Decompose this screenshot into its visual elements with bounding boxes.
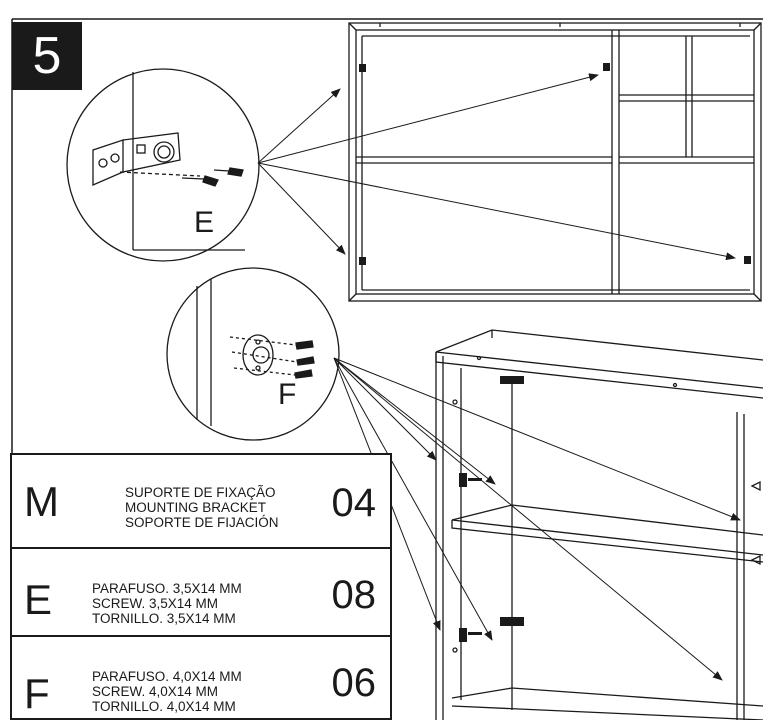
callout-label-f: F: [278, 378, 297, 411]
cabinet-front-view: [435, 329, 763, 720]
detail-circle-e: [66, 68, 260, 262]
part-quantity: 04: [331, 481, 377, 525]
part-row-f: F PARAFUSO. 4,0X14 MM SCREW. 4,0X14 MM T…: [12, 635, 390, 720]
part-desc-es: TORNILLO. 4,0X14 MM: [92, 699, 236, 714]
detail-circle-f: [166, 267, 340, 441]
part-description: PARAFUSO. 3,5X14 MM SCREW. 3,5X14 MM TOR…: [92, 581, 242, 626]
part-letter: F: [24, 670, 50, 717]
part-row-e: E PARAFUSO. 3,5X14 MM SCREW. 3,5X14 MM T…: [12, 547, 390, 635]
front-cabinet-fittings: [459, 376, 524, 642]
parts-table: M SUPORTE DE FIXAÇÃO MOUNTING BRACKET SO…: [10, 453, 392, 720]
bracket-markers: [359, 63, 751, 265]
part-desc-pt: SUPORTE DE FIXAÇÃO: [125, 485, 276, 500]
part-description: PARAFUSO. 4,0X14 MM SCREW. 4,0X14 MM TOR…: [92, 669, 242, 714]
part-desc-es: SOPORTE DE FIJACIÓN: [125, 515, 279, 530]
callout-label-e: E: [194, 206, 215, 239]
arrows-detail-f: [333, 357, 741, 681]
page-frame: [11, 18, 763, 453]
step-number-badge: 5: [12, 22, 82, 90]
part-desc-en: SCREW. 4,0X14 MM: [92, 684, 219, 699]
part-desc-en: MOUNTING BRACKET: [125, 500, 267, 515]
part-row-m: M SUPORTE DE FIXAÇÃO MOUNTING BRACKET SO…: [12, 455, 390, 547]
part-desc-pt: PARAFUSO. 3,5X14 MM: [92, 581, 242, 596]
part-letter: E: [24, 576, 53, 623]
arrows-detail-e: [257, 73, 736, 261]
part-desc-en: SCREW. 3,5X14 MM: [92, 596, 219, 611]
part-quantity: 06: [331, 661, 377, 705]
part-quantity: 08: [331, 573, 377, 617]
part-description: SUPORTE DE FIXAÇÃO MOUNTING BRACKET SOPO…: [125, 485, 279, 530]
part-desc-pt: PARAFUSO. 4,0X14 MM: [92, 669, 242, 684]
part-desc-es: TORNILLO. 3,5X14 MM: [92, 611, 236, 626]
part-letter: M: [24, 478, 59, 525]
cabinet-back-view: [348, 22, 762, 302]
